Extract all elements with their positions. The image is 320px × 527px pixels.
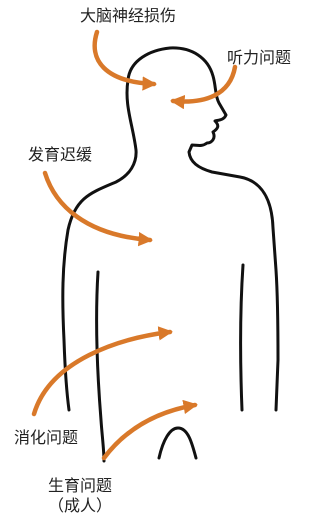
- torso-left-outline: [63, 80, 136, 410]
- legs-outline: [159, 428, 196, 458]
- label-reproductive: 生育问题 （成人）: [48, 478, 112, 514]
- arrows: [34, 32, 235, 458]
- label-developmental-delay: 发育迟缓: [28, 147, 92, 163]
- body-outline: [63, 48, 278, 461]
- arrow-hearing: [173, 67, 235, 102]
- right-arm-inner: [241, 265, 243, 410]
- label-digestive: 消化问题: [14, 430, 78, 446]
- label-hearing: 听力问题: [227, 50, 291, 66]
- label-reproductive-note: （成人）: [48, 498, 112, 514]
- arrow-digestion: [34, 332, 170, 414]
- label-brain-injury: 大脑神经损伤: [80, 8, 176, 24]
- head-outline: [128, 48, 278, 410]
- arrow-brain: [95, 32, 154, 84]
- arrow-reproduction: [104, 405, 195, 458]
- arrow-development: [45, 173, 150, 240]
- left-arm-inner: [97, 272, 104, 461]
- label-reproductive-title: 生育问题: [48, 478, 112, 494]
